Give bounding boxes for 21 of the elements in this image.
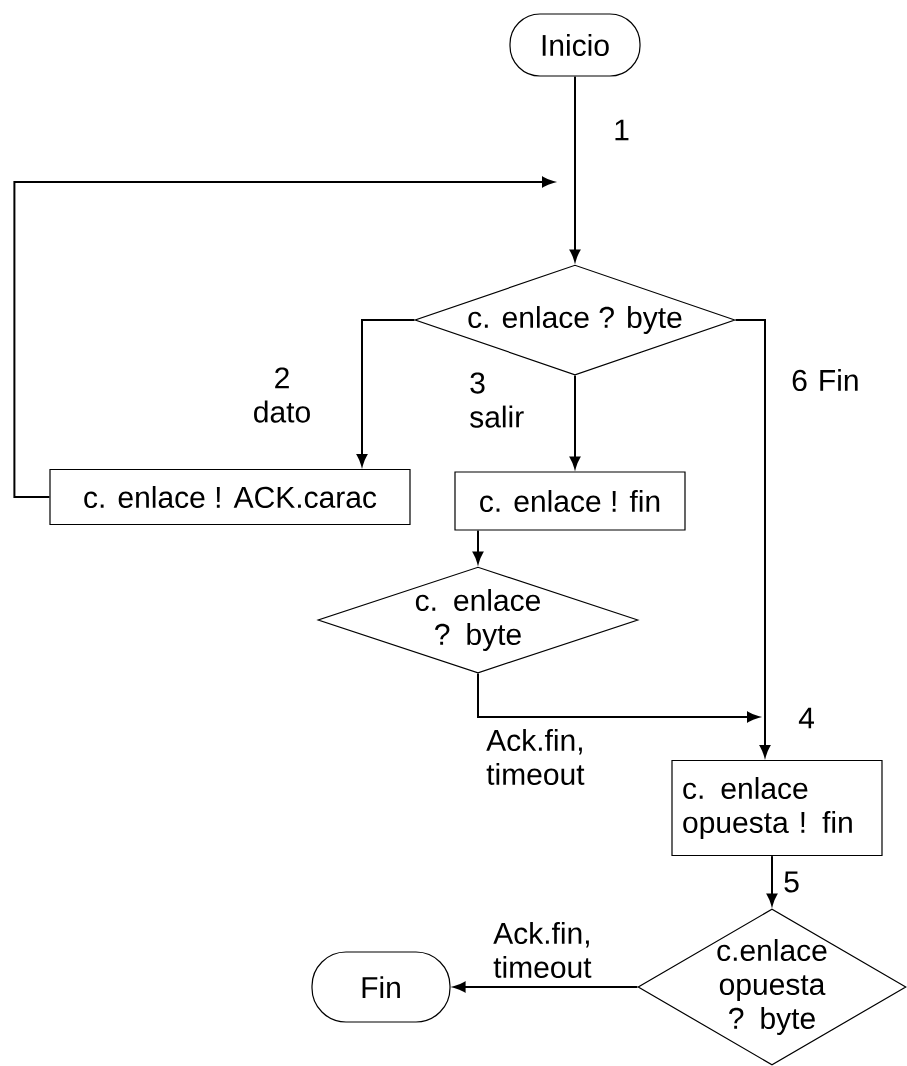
edge-label: 2 dato (243, 366, 321, 424)
arrow (356, 319, 416, 467)
edge-label: Ack.fin, timeout (485, 728, 606, 787)
terminal-box: Inicio (509, 13, 641, 77)
process-box: c. enlace opuesta ! fin (671, 759, 883, 857)
arrow (13, 176, 555, 498)
terminal-box: Fin (311, 951, 451, 1023)
arrow (477, 672, 760, 723)
edge-label: 5 (782, 870, 801, 894)
arrow (569, 75, 581, 262)
edge-label: 1 (612, 118, 631, 142)
edge-label: 6 Fin (790, 368, 863, 392)
arrow (472, 529, 484, 564)
arrow (734, 319, 771, 758)
arrow (766, 855, 778, 906)
process-box: c. enlace ! ACK.carac (49, 468, 411, 526)
process-box: c. enlace ! fin (454, 471, 686, 531)
arrow (569, 374, 581, 469)
state-number: 4 (798, 707, 814, 729)
arrow (453, 981, 639, 993)
edge-label: Ack.fin, timeout (492, 921, 613, 979)
